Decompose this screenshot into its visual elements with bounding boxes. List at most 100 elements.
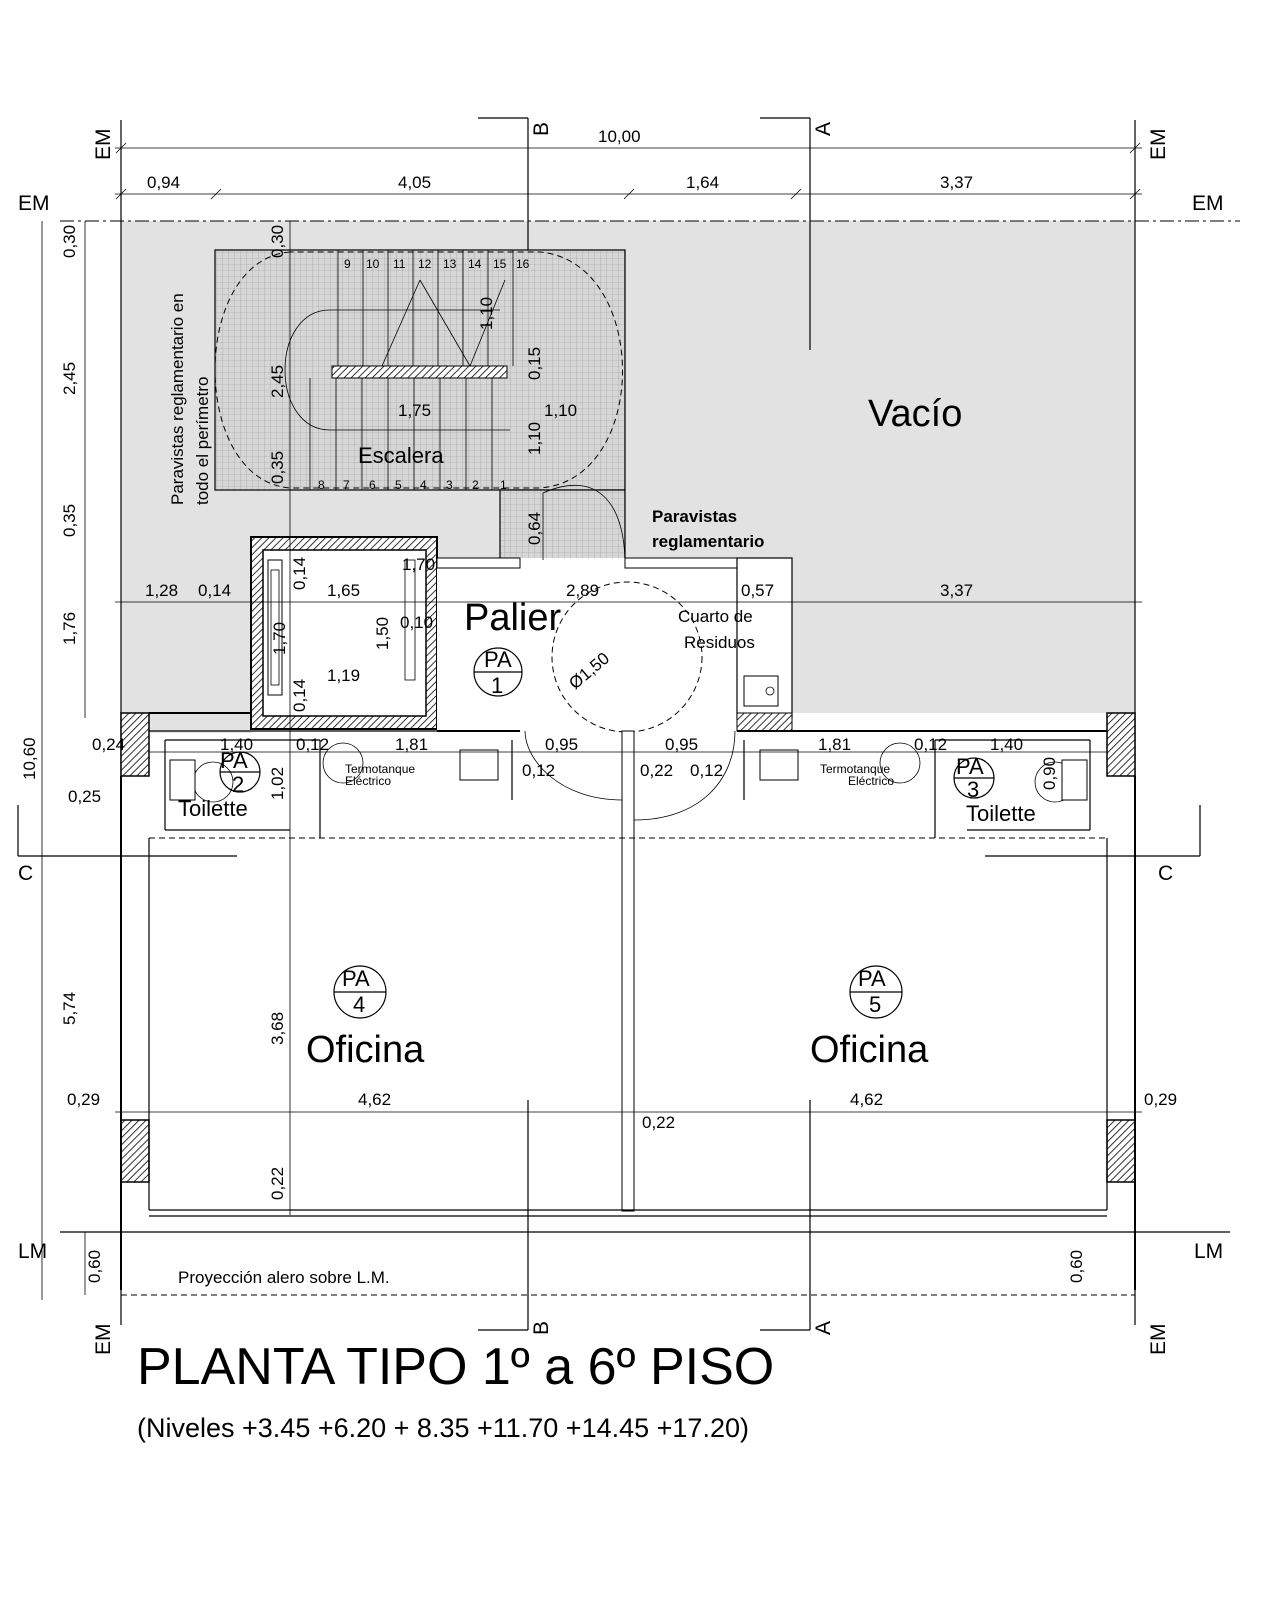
svg-text:1,81: 1,81 (818, 735, 851, 754)
svg-text:A: A (812, 1321, 835, 1335)
svg-text:0,30: 0,30 (60, 225, 79, 258)
svg-text:1,64: 1,64 (686, 173, 719, 192)
svg-text:Termotanque: Termotanque (345, 762, 415, 776)
svg-text:2,89: 2,89 (566, 581, 599, 600)
alero-note: Proyección alero sobre L.M. (178, 1268, 390, 1287)
svg-text:EM: EM (1147, 1324, 1170, 1356)
svg-text:10,60: 10,60 (20, 737, 39, 780)
svg-text:Paravistas reglamentario en: Paravistas reglamentario en (168, 293, 187, 505)
svg-text:1,81: 1,81 (395, 735, 428, 754)
room-toilette-left: Toilette (178, 796, 248, 821)
svg-text:1,10: 1,10 (477, 297, 496, 330)
svg-text:Eléctrico: Eléctrico (345, 774, 391, 788)
svg-text:8: 8 (318, 478, 325, 492)
svg-text:0,10: 0,10 (400, 613, 433, 632)
svg-text:Paravistas: Paravistas (652, 507, 737, 526)
svg-text:0,22: 0,22 (268, 1167, 287, 1200)
room-tags: PA 1 PA 2 PA 3 PA 4 PA 5 (220, 647, 984, 1017)
svg-text:PA: PA (342, 966, 370, 991)
svg-text:0,14: 0,14 (290, 679, 309, 712)
svg-text:13: 13 (443, 257, 457, 271)
svg-text:0,24: 0,24 (92, 735, 125, 754)
svg-text:1: 1 (491, 673, 503, 698)
dimension-texts: 10,00 0,94 4,05 1,64 3,37 0,30 2,45 0,35… (20, 127, 1177, 1283)
room-palier: Palier (464, 597, 561, 639)
svg-text:11: 11 (393, 257, 406, 271)
svg-text:Eléctrico: Eléctrico (848, 774, 894, 788)
svg-text:0,22: 0,22 (640, 761, 673, 780)
svg-text:0,90: 0,90 (1040, 757, 1059, 790)
svg-text:4,62: 4,62 (358, 1090, 391, 1109)
svg-text:0,30: 0,30 (268, 225, 287, 258)
svg-text:0,60: 0,60 (1067, 1250, 1086, 1283)
svg-text:1,19: 1,19 (327, 666, 360, 685)
svg-text:0,35: 0,35 (268, 451, 287, 484)
svg-text:1: 1 (500, 478, 507, 492)
svg-text:0,95: 0,95 (665, 735, 698, 754)
svg-text:14: 14 (468, 257, 482, 271)
svg-text:C: C (18, 862, 33, 885)
svg-text:EM: EM (1192, 192, 1224, 215)
room-oficina-left: Oficina (306, 1029, 425, 1071)
room-escalera: Escalera (358, 443, 444, 468)
svg-text:0,95: 0,95 (545, 735, 578, 754)
svg-text:0,29: 0,29 (1144, 1090, 1177, 1109)
svg-text:4: 4 (353, 992, 365, 1017)
svg-text:3: 3 (446, 478, 453, 492)
svg-text:1,10: 1,10 (525, 422, 544, 455)
svg-text:4,05: 4,05 (398, 173, 431, 192)
svg-text:0,35: 0,35 (60, 504, 79, 537)
svg-text:0,12: 0,12 (296, 735, 329, 754)
room-cuarto-2: Residuos (684, 633, 755, 652)
svg-text:1,70: 1,70 (270, 622, 289, 655)
svg-text:EM: EM (92, 1324, 115, 1356)
room-oficina-right: Oficina (810, 1029, 929, 1071)
interior-dimension-lines (115, 221, 1142, 1215)
svg-text:0,12: 0,12 (522, 761, 555, 780)
svg-text:15: 15 (493, 257, 507, 271)
svg-text:Termotanque: Termotanque (820, 762, 890, 776)
room-vacio: Vacío (868, 393, 962, 435)
svg-text:5: 5 (395, 478, 402, 492)
svg-text:4,62: 4,62 (850, 1090, 883, 1109)
svg-text:0,60: 0,60 (85, 1250, 104, 1283)
svg-text:1,10: 1,10 (544, 401, 577, 420)
svg-text:PA: PA (956, 754, 984, 779)
svg-text:B: B (530, 122, 553, 136)
svg-text:EM: EM (92, 129, 115, 161)
svg-text:B: B (530, 1321, 553, 1335)
svg-text:0,14: 0,14 (290, 557, 309, 590)
svg-text:C: C (1158, 862, 1173, 885)
notes: Paravistas reglamentario en todo el perí… (168, 293, 764, 1287)
stair (214, 249, 626, 561)
svg-text:reglamentario: reglamentario (652, 532, 764, 551)
svg-text:1,70: 1,70 (402, 555, 435, 574)
room-toilette-right: Toilette (966, 801, 1036, 826)
room-cuarto-1: Cuarto de (678, 607, 753, 626)
svg-text:4: 4 (420, 478, 427, 492)
palier-walls (436, 484, 793, 733)
svg-text:1,40: 1,40 (220, 735, 253, 754)
svg-text:1,40: 1,40 (990, 735, 1023, 754)
svg-text:1,65: 1,65 (327, 581, 360, 600)
svg-text:0,22: 0,22 (642, 1113, 675, 1132)
svg-text:1,76: 1,76 (60, 612, 79, 645)
svg-text:3,68: 3,68 (268, 1012, 287, 1045)
svg-text:PA: PA (484, 647, 512, 672)
svg-text:12: 12 (418, 257, 432, 271)
svg-text:0,29: 0,29 (67, 1090, 100, 1109)
room-labels: Vacío Escalera Palier Cuarto de Residuos… (178, 393, 1036, 1071)
svg-text:PA: PA (858, 966, 886, 991)
svg-text:1,75: 1,75 (398, 401, 431, 420)
svg-text:2: 2 (232, 772, 244, 797)
svg-text:0,64: 0,64 (525, 512, 544, 545)
svg-text:2: 2 (472, 478, 479, 492)
svg-text:0,94: 0,94 (147, 173, 180, 192)
plan-title: PLANTA TIPO 1º a 6º PISO (137, 1338, 774, 1396)
svg-text:EM: EM (1147, 129, 1170, 161)
svg-text:0,15: 0,15 (525, 347, 544, 380)
svg-text:0,57: 0,57 (741, 581, 774, 600)
svg-text:1,02: 1,02 (268, 767, 287, 800)
dim-total-width: 10,00 (598, 127, 641, 146)
